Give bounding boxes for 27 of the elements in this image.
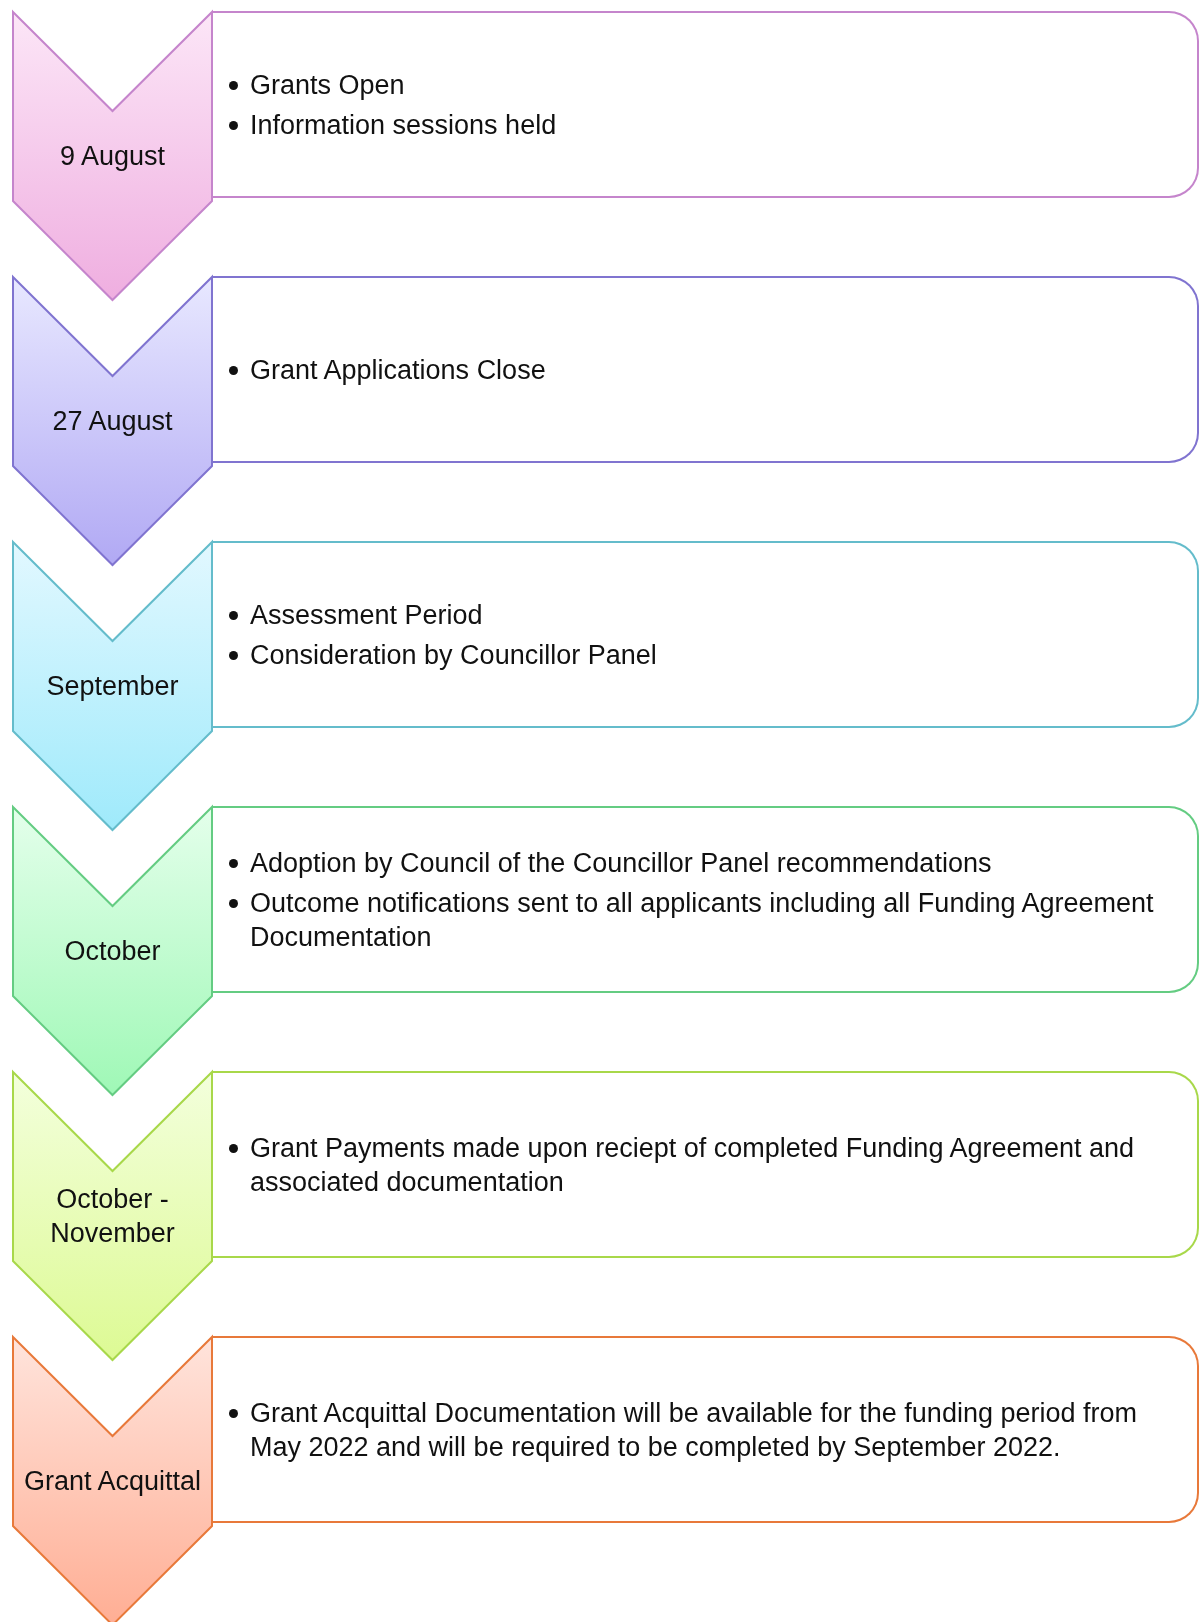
chevron-shape [12,806,213,1096]
description-box [213,276,1199,463]
chevron-shape [12,276,213,566]
chevron-shape [12,1336,213,1622]
description-box [213,11,1199,198]
bullet-text: Grants Open [250,68,405,102]
description-box [213,1336,1199,1523]
date-label: October [63,935,162,968]
description-box [213,541,1199,728]
description-box [213,806,1199,993]
date-label: September [45,670,180,703]
chevron-shape [12,11,213,301]
date-label: Grant Acquittal [22,1465,203,1498]
bullet-text: Grant Acquittal Documentation will be available for the funding period from May 2022 and will be required to be completed by September 2022. [250,1396,1138,1464]
date-label: 27 August [51,405,174,438]
chevron-shape [12,1071,213,1361]
bullet-text: Adoption by Council of the Councillor Panel recommendations [250,846,992,880]
chevron-shape [12,541,213,831]
bullet-text: Outcome notifications sent to all applicants including all Funding Agreement Documentation [250,886,1155,954]
date-label: October - November [49,1183,176,1250]
description-box [213,1071,1199,1258]
bullet-text: Assessment Period [250,598,483,632]
bullet-text: Grant Applications Close [250,353,546,387]
date-label: 9 August [58,140,167,173]
bullet-text: Information sessions held [250,108,557,142]
bullet-text: Grant Payments made upon reciept of completed Funding Agreement and associated documentation [250,1131,1136,1199]
bullet-text: Consideration by Councillor Panel [250,638,657,672]
